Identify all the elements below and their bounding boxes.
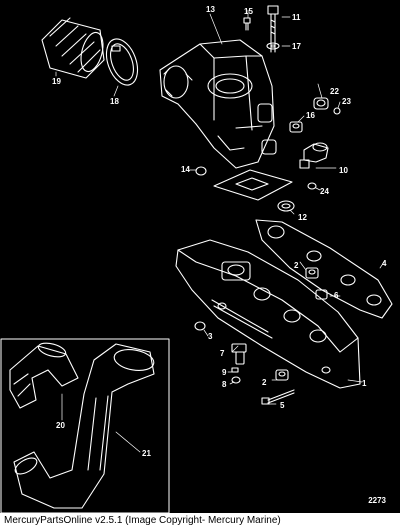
manifold-plug-part bbox=[315, 289, 328, 300]
callout-2-lower: 2 bbox=[262, 378, 267, 387]
small-screw-part bbox=[243, 17, 251, 31]
exhaust-manifold-part bbox=[175, 239, 361, 389]
manifold-fitting-upper-part bbox=[305, 267, 319, 279]
hose-clamp-part bbox=[105, 38, 139, 86]
diagram-reference-number: 2273 bbox=[368, 496, 386, 505]
pipe-plug-part bbox=[289, 121, 303, 133]
elbow-gasket-part bbox=[213, 169, 293, 201]
copyright-footer: MercuryPartsOnline v2.5.1 (Image Copyrig… bbox=[0, 513, 400, 529]
manifold-fitting-lower-part bbox=[275, 369, 289, 381]
callout-5: 5 bbox=[280, 401, 285, 410]
callout-11: 11 bbox=[292, 13, 301, 22]
callout-16: 16 bbox=[306, 111, 315, 120]
callout-8: 8 bbox=[222, 380, 227, 389]
small-plug-part bbox=[333, 107, 341, 115]
long-hose-part bbox=[13, 343, 155, 509]
exhaust-bellows-part bbox=[41, 17, 105, 79]
drain-plug-part bbox=[307, 182, 317, 190]
gasket-washer-part bbox=[277, 200, 295, 212]
exhaust-elbow-part bbox=[159, 39, 277, 169]
callout-7: 7 bbox=[220, 349, 225, 358]
callout-22: 22 bbox=[330, 87, 339, 96]
washer-part bbox=[266, 42, 280, 50]
callout-21: 21 bbox=[142, 449, 151, 458]
hose-fitting-part bbox=[195, 166, 207, 176]
hose-barb-part bbox=[194, 321, 206, 331]
callout-labels: 13 15 11 17 19 18 22 23 16 14 10 24 12 2… bbox=[52, 5, 387, 458]
callout-19: 19 bbox=[52, 77, 61, 86]
callout-9: 9 bbox=[222, 368, 227, 377]
callout-15: 15 bbox=[244, 7, 253, 16]
callout-10: 10 bbox=[339, 166, 348, 175]
long-bolt-part bbox=[267, 5, 279, 53]
manifold-bolt-part bbox=[261, 389, 295, 405]
screw-small-part bbox=[231, 367, 239, 373]
callout-23: 23 bbox=[342, 97, 351, 106]
callout-3: 3 bbox=[208, 332, 213, 341]
callout-20: 20 bbox=[56, 421, 65, 430]
leader-lines bbox=[55, 9, 385, 453]
callout-24: 24 bbox=[320, 187, 329, 196]
callout-13: 13 bbox=[206, 5, 215, 14]
callout-14: 14 bbox=[181, 165, 190, 174]
callout-17: 17 bbox=[292, 42, 301, 51]
manifold-gasket-part bbox=[255, 219, 393, 319]
callout-4: 4 bbox=[382, 259, 387, 268]
elbow-fitting-part bbox=[299, 142, 329, 169]
elbow-hose-part bbox=[9, 342, 79, 409]
tee-fitting-part bbox=[231, 343, 247, 365]
callout-2-upper: 2 bbox=[294, 261, 299, 270]
callout-1: 1 bbox=[362, 379, 367, 388]
plug-fitting-part bbox=[313, 97, 329, 110]
washer-small-part bbox=[231, 376, 241, 384]
callout-12: 12 bbox=[298, 213, 307, 222]
callout-18: 18 bbox=[110, 97, 119, 106]
callout-6: 6 bbox=[334, 291, 339, 300]
